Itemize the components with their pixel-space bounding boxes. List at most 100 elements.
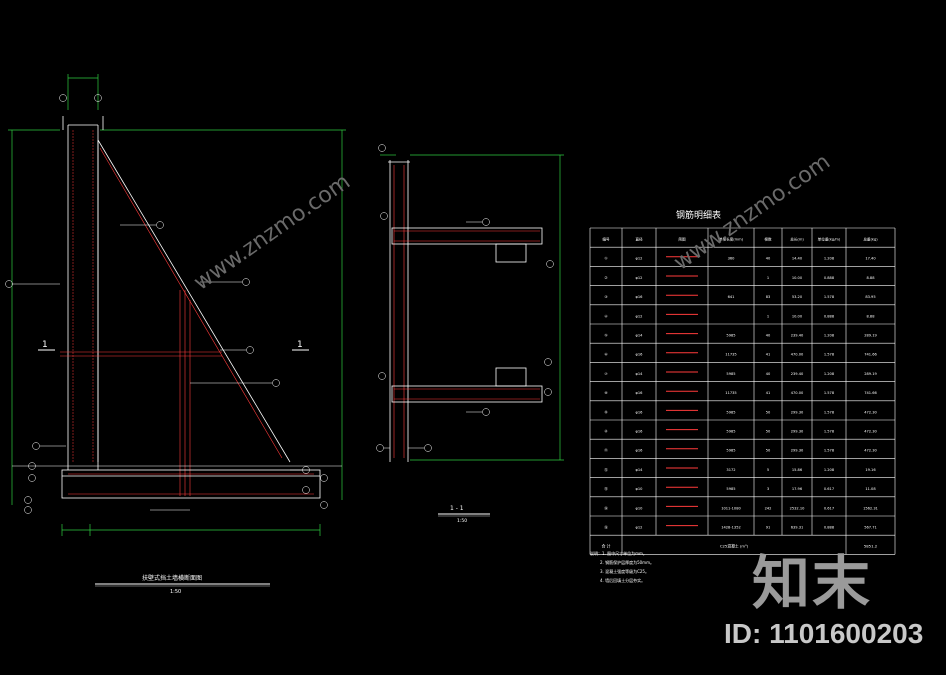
table-cell: 91 (766, 525, 771, 529)
table-cell: 299.30 (791, 410, 804, 414)
table-cell: ⑮ (604, 524, 608, 529)
table-cell: 0.888 (824, 276, 835, 280)
table-cell: ⑩ (604, 429, 607, 433)
table-cell: 40 (766, 333, 771, 337)
table-cell: 53.20 (792, 295, 803, 299)
table-cell: 472.30 (864, 449, 877, 453)
table-cell: 289.19 (864, 333, 877, 337)
section-dimension-lines (380, 154, 564, 461)
table-cell: 1.208 (824, 372, 835, 376)
table-cell: φ10 (636, 487, 644, 491)
table-cell: φ16 (636, 353, 644, 357)
brand-logo-text: 知末 (752, 549, 873, 617)
section-1-1-view: 1 - 1 1:50 (376, 144, 564, 524)
table-cell: ⑤ (604, 333, 608, 337)
table-cell: 17.40 (865, 257, 876, 261)
table-cell: φ16 (636, 410, 644, 414)
table-cell: 639.31 (791, 525, 804, 529)
table-cell: ⑧ (604, 391, 608, 395)
table-total-value: 5851.2 (864, 544, 878, 549)
table-cell: 14.40 (792, 257, 803, 261)
note-line: 2. 钢筋保护层厚度为50mm。 (600, 559, 654, 565)
table-cell: 10.00 (792, 276, 803, 280)
table-cell: 15.86 (792, 468, 803, 472)
table-cell: ⑥ (604, 353, 608, 357)
table-cell: ④ (604, 314, 607, 318)
wall-stem (62, 116, 104, 470)
stem-hatch (72, 130, 94, 462)
table-cell: 741.66 (864, 391, 877, 395)
table-cell: 10.00 (792, 314, 803, 318)
table-cell: 50 (766, 429, 771, 433)
table-grid (589, 227, 896, 555)
table-cell: 5985 (726, 372, 735, 376)
table-cell: 1 (767, 276, 769, 280)
table-cell: 289.19 (864, 372, 877, 376)
notes: 说明：1. 图中尺寸单位为mm。2. 钢筋保护层厚度为50mm。3. 混凝土强度… (590, 550, 654, 583)
table-cell: 1.578 (824, 410, 835, 414)
section-mark-left: 1 (38, 340, 55, 351)
section-callouts (376, 144, 554, 452)
table-cell: 19.16 (865, 468, 876, 472)
table-cell: 1.208 (824, 257, 835, 261)
lower-counterfort (391, 367, 543, 403)
table-cell: 1562.31 (863, 506, 878, 510)
table-cell: 299.30 (791, 449, 804, 453)
table-cell: 472.30 (864, 410, 877, 414)
table-cell: 470.00 (791, 391, 804, 395)
table-header: 单位重(kg/m) (818, 236, 841, 241)
table-cell: φ16 (636, 391, 644, 395)
table-cell: 83 (766, 295, 771, 299)
table-cell: 3172 (726, 468, 735, 472)
table-header: 直径 (635, 236, 643, 241)
table-cell: 41 (766, 353, 771, 357)
table-cell: 11.08 (865, 487, 876, 491)
table-cell: 50 (766, 410, 771, 414)
section-title: 1 - 1 (450, 505, 464, 512)
table-cell: ② (604, 276, 607, 280)
table-cell: φ14 (636, 372, 644, 376)
table-cell: 50 (766, 449, 771, 453)
table-header: 总重(kg) (863, 236, 878, 241)
table-header: 总长(m) (790, 236, 804, 241)
note-line: 说明：1. 图中尺寸单位为mm。 (590, 550, 647, 556)
table-cell: 239.40 (791, 333, 804, 337)
table-cell: 0.888 (824, 314, 835, 318)
table-cell: 360 (728, 257, 736, 261)
table-cell: ① (604, 257, 607, 261)
table-cell: 242 (765, 506, 772, 510)
section-wall (388, 160, 410, 462)
section-scale: 1:50 (457, 518, 467, 524)
table-cell: φ12 (636, 314, 643, 318)
table-cell: 83.95 (865, 295, 875, 299)
section-mark-right: 1 (292, 340, 309, 351)
counterfort (97, 139, 291, 463)
table-cell: 472.30 (864, 429, 877, 433)
table-cell: 299.30 (791, 429, 804, 433)
table-cell: φ12 (636, 276, 643, 280)
image-id: ID: 1101600203 (724, 618, 924, 649)
table-cell: 1.578 (824, 295, 835, 299)
table-cell: 5 (767, 468, 769, 472)
table-cell: ⑦ (604, 372, 607, 376)
table-cell: 2532.10 (790, 506, 806, 510)
upper-counterfort (391, 227, 543, 263)
table-title: 钢筋明细表 (676, 209, 721, 221)
base-rebar (68, 473, 314, 495)
table-cell: ⑭ (604, 505, 608, 510)
table-cell: ⑬ (604, 486, 608, 491)
table-cell: 1428-1352 (721, 525, 741, 529)
note-line: 4. 墙后回填土分层夯实。 (600, 577, 645, 583)
table-cell: 470.00 (791, 353, 804, 357)
table-cell: φ14 (636, 468, 644, 472)
table-cell: ③ (604, 295, 607, 299)
table-cell: 1.578 (824, 449, 835, 453)
table-cell: 1.578 (824, 353, 835, 357)
table-cell: 8.88 (866, 314, 875, 318)
table-cell: φ16 (636, 429, 644, 433)
table-cell: φ14 (636, 333, 644, 337)
table-cell: ⑫ (604, 467, 608, 472)
table-total-note: C25混凝土 (m³) (720, 544, 749, 549)
table-cell: 41 (766, 391, 771, 395)
